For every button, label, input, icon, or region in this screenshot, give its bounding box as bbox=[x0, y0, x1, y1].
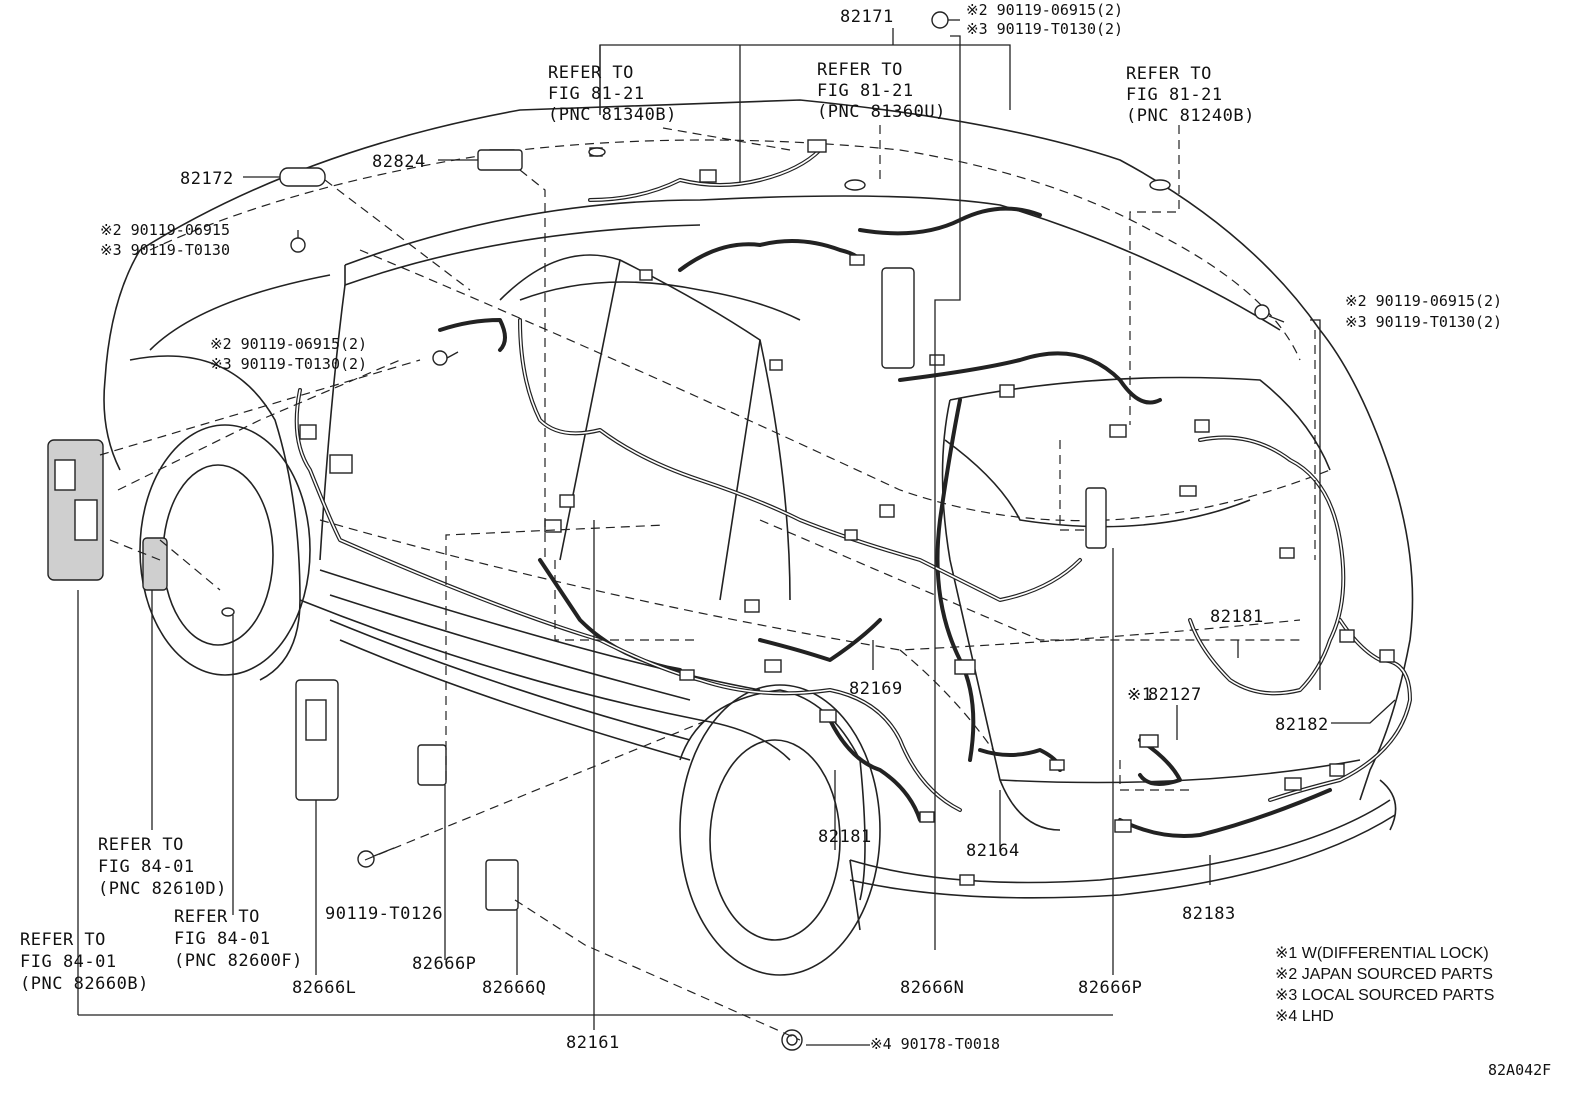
svg-text:FIG 81-21: FIG 81-21 bbox=[548, 84, 645, 104]
part-82666n-bracket bbox=[881, 267, 915, 369]
callout-82666q: 82666Q bbox=[482, 978, 546, 998]
callout-82181-right: 82181 bbox=[1210, 607, 1264, 627]
leader-lines bbox=[77, 28, 1396, 1046]
callout-82164: 82164 bbox=[966, 841, 1020, 861]
callout-82666p-left: 82666P bbox=[412, 954, 476, 974]
bolt-note-bottom: ※4 90178-T0018 bbox=[870, 1035, 1000, 1053]
callout-82171: 82171 bbox=[840, 7, 894, 27]
wire-harness-highlights bbox=[295, 149, 1411, 811]
svg-text:REFER TO: REFER TO bbox=[1126, 64, 1212, 84]
legend-item: ※2 JAPAN SOURCED PARTS bbox=[1275, 966, 1493, 983]
svg-text:※2 90119-06915(2): ※2 90119-06915(2) bbox=[966, 1, 1123, 19]
callout-82824: 82824 bbox=[372, 152, 426, 172]
svg-text:※2 90119-06915: ※2 90119-06915 bbox=[100, 221, 230, 239]
bolt-note-top: ※2 90119-06915(2) ※3 90119-T0130(2) bbox=[966, 1, 1123, 38]
svg-text:(PNC 82610D): (PNC 82610D) bbox=[98, 879, 227, 899]
part-82172-clamp bbox=[279, 167, 326, 187]
svg-text:※3 90119-T0130(2): ※3 90119-T0130(2) bbox=[210, 355, 367, 373]
bolt-note-left-upper: ※2 90119-06915 ※3 90119-T0130 bbox=[100, 221, 230, 259]
bolt-icons bbox=[290, 11, 1285, 1051]
callout-90119-t0126: 90119-T0126 bbox=[325, 904, 443, 924]
part-82666p-left-clamp bbox=[417, 744, 447, 786]
callout-82183: 82183 bbox=[1182, 904, 1236, 924]
svg-text:REFER TO: REFER TO bbox=[174, 907, 260, 927]
callout-82182: 82182 bbox=[1275, 715, 1329, 735]
legend-item: ※4 LHD bbox=[1275, 1008, 1334, 1025]
svg-text:※3 90119-T0130(2): ※3 90119-T0130(2) bbox=[1345, 313, 1502, 331]
roof-grommets bbox=[221, 147, 1171, 617]
part-82610d-relay bbox=[142, 537, 168, 591]
svg-text:FIG 84-01: FIG 84-01 bbox=[20, 952, 117, 972]
svg-text:REFER TO: REFER TO bbox=[20, 930, 106, 950]
vehicle-body-outline bbox=[103, 99, 1414, 976]
callout-82666p-right: 82666P bbox=[1078, 978, 1142, 998]
callout-82169: 82169 bbox=[849, 679, 903, 699]
callout-82172: 82172 bbox=[180, 169, 234, 189]
legend: ※1 W(DIFFERENTIAL LOCK) ※2 JAPAN SOURCED… bbox=[1275, 945, 1494, 1025]
svg-text:REFER TO: REFER TO bbox=[548, 63, 634, 83]
svg-text:FIG 84-01: FIG 84-01 bbox=[98, 857, 195, 877]
svg-text:FIG 81-21: FIG 81-21 bbox=[1126, 85, 1223, 105]
bolt-note-left-mid: ※2 90119-06915(2) ※3 90119-T0130(2) bbox=[210, 335, 367, 373]
diagram-id: 82A042F bbox=[1488, 1061, 1551, 1079]
legend-item: ※3 LOCAL SOURCED PARTS bbox=[1275, 987, 1494, 1004]
part-82666p-right-clamp bbox=[1085, 487, 1107, 549]
svg-text:※3 90119-T0130(2): ※3 90119-T0130(2) bbox=[966, 20, 1123, 38]
svg-text:(PNC 81360U): (PNC 81360U) bbox=[817, 102, 946, 122]
refer-block-81240b: REFER TO FIG 81-21 (PNC 81240B) bbox=[1126, 64, 1255, 126]
refer-block-82600f: REFER TO FIG 84-01 (PNC 82600F) bbox=[174, 907, 303, 971]
svg-text:※2 90119-06915(2): ※2 90119-06915(2) bbox=[1345, 292, 1502, 310]
svg-text:(PNC 81240B): (PNC 81240B) bbox=[1126, 106, 1255, 126]
svg-text:(PNC 82660B): (PNC 82660B) bbox=[20, 974, 149, 994]
refer-block-82610d: REFER TO FIG 84-01 (PNC 82610D) bbox=[98, 835, 227, 899]
callout-82161: 82161 bbox=[566, 1033, 620, 1053]
legend-item: ※1 W(DIFFERENTIAL LOCK) bbox=[1275, 945, 1489, 962]
svg-text:(PNC 82600F): (PNC 82600F) bbox=[174, 951, 303, 971]
svg-text:※2 90119-06915(2): ※2 90119-06915(2) bbox=[210, 335, 367, 353]
callout-82181-front: 82181 bbox=[818, 827, 872, 847]
svg-text:REFER TO: REFER TO bbox=[98, 835, 184, 855]
refer-block-81360u: REFER TO FIG 81-21 (PNC 81360U) bbox=[817, 60, 946, 122]
wire-harnesses bbox=[294, 148, 1412, 838]
callout-82127: 82127 bbox=[1148, 685, 1202, 705]
svg-text:FIG 84-01: FIG 84-01 bbox=[174, 929, 271, 949]
refer-block-81340b: REFER TO FIG 81-21 (PNC 81340B) bbox=[548, 63, 677, 125]
callout-82127-mark: ※1 bbox=[1127, 685, 1152, 705]
svg-text:※3 90119-T0130: ※3 90119-T0130 bbox=[100, 241, 230, 259]
svg-text:FIG 81-21: FIG 81-21 bbox=[817, 81, 914, 101]
refer-block-82660b: REFER TO FIG 84-01 (PNC 82660B) bbox=[20, 930, 149, 994]
bolt-note-right: ※2 90119-06915(2) ※3 90119-T0130(2) bbox=[1345, 292, 1502, 331]
part-82824-connector bbox=[477, 149, 523, 171]
svg-text:REFER TO: REFER TO bbox=[817, 60, 903, 80]
svg-text:(PNC 81340B): (PNC 81340B) bbox=[548, 105, 677, 125]
callout-82666l: 82666L bbox=[292, 978, 356, 998]
callout-82666n: 82666N bbox=[900, 978, 964, 998]
part-82666q-clamp bbox=[485, 859, 519, 911]
